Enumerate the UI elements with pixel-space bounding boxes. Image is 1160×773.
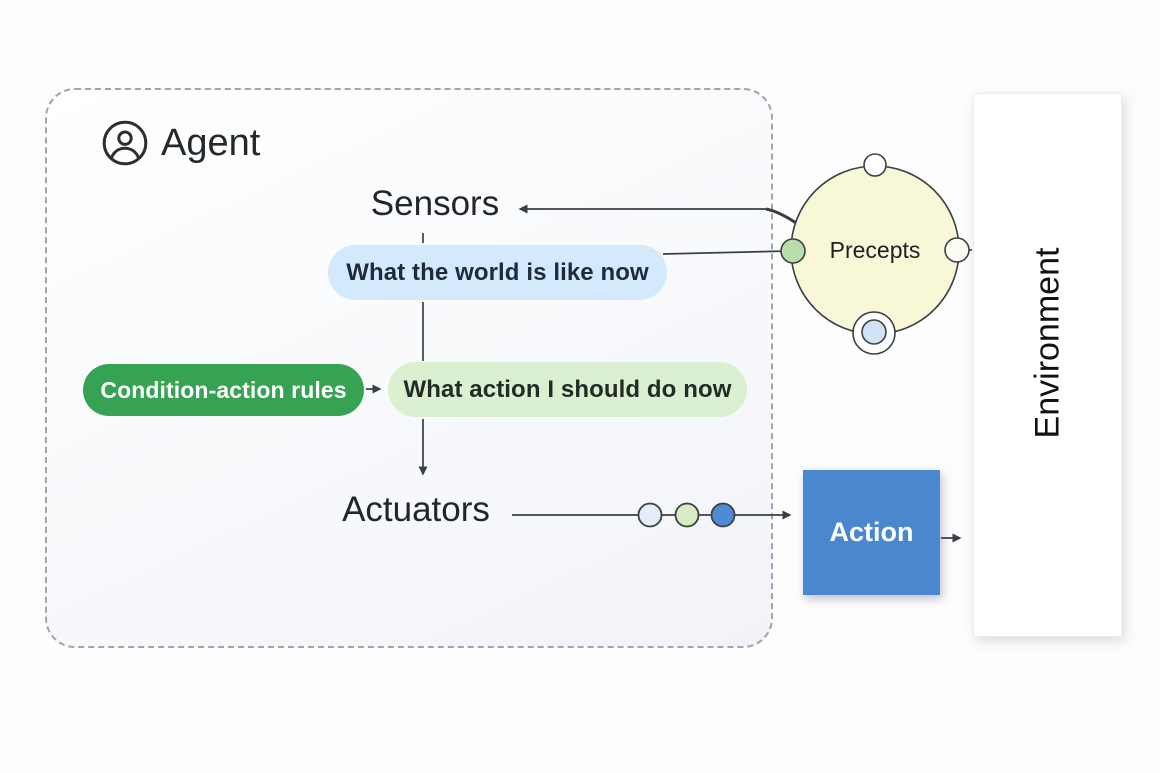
agent-label: Agent (161, 121, 261, 164)
actuators-label: Actuators (342, 490, 490, 529)
precepts-bottom-outer-dot (852, 311, 896, 355)
sensors-label: Sensors (370, 184, 500, 223)
agent-header: Agent (101, 116, 260, 170)
action-box: Action (803, 470, 940, 595)
environment-label: Environment (1028, 247, 1066, 439)
world-state-pill: What the world is like now (328, 245, 667, 300)
precepts-label: Precepts (829, 236, 921, 263)
precepts-green-dot (780, 238, 806, 264)
precepts-right-dot (944, 237, 970, 263)
precepts-bottom-inner-dot (861, 319, 887, 345)
precepts-top-dot (863, 153, 887, 177)
user-circle-icon (102, 120, 148, 166)
action-label: Action (829, 517, 914, 547)
environment-box: Environment (973, 93, 1122, 637)
condition-action-rules-pill: Condition-action rules (83, 364, 364, 416)
action-choice-pill: What action I should do now (388, 362, 747, 417)
